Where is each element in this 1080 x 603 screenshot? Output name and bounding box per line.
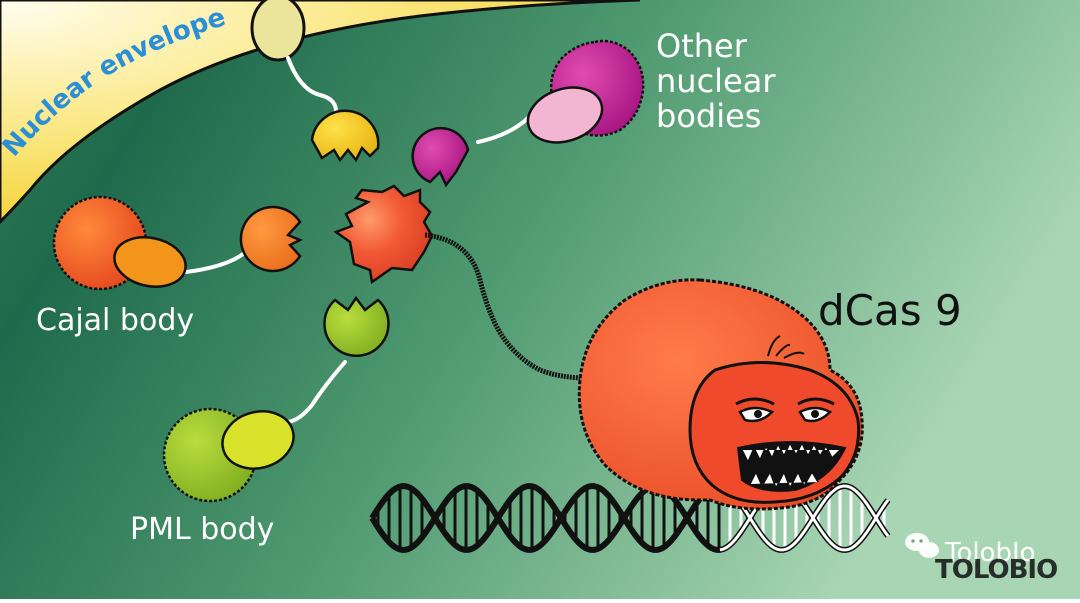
other-nuclear-bodies-label-line2: nuclear bbox=[656, 62, 776, 100]
yellow-adapter bbox=[310, 109, 380, 163]
cajal-body-label: Cajal body bbox=[36, 303, 194, 338]
dcas9-upper-teeth bbox=[741, 441, 841, 464]
pink-body bbox=[526, 86, 604, 144]
other-nuclear-bodies bbox=[411, 39, 645, 188]
cajal-body-cluster bbox=[52, 195, 304, 291]
orange-adapter bbox=[239, 205, 304, 273]
pml-body-inner bbox=[221, 410, 295, 470]
magenta-adapter bbox=[411, 126, 470, 188]
branding: TolobIo TOLOBIO bbox=[905, 533, 1058, 585]
pml-body-label: PML body bbox=[130, 512, 274, 547]
dcas9-label: dCas 9 bbox=[818, 286, 962, 335]
tolobio-watermark-logo: TOLOBIO bbox=[935, 555, 1057, 585]
wechat-handle: TolobIo bbox=[944, 538, 1036, 568]
pml-body-cluster bbox=[162, 295, 390, 503]
labels: Other nuclear bodies Cajal body PML body… bbox=[36, 27, 962, 547]
linker-peptide bbox=[424, 232, 589, 381]
central-fusion-protein bbox=[333, 184, 434, 285]
dcas9-lower-teeth bbox=[749, 470, 819, 490]
other-nuclear-bodies-label-line3: bodies bbox=[656, 97, 761, 135]
cajal-body-inner bbox=[113, 236, 187, 288]
dcas9-hair bbox=[767, 335, 805, 359]
wechat-icon bbox=[905, 533, 939, 558]
lime-adapter bbox=[323, 295, 390, 357]
dcas9-mouth bbox=[736, 441, 847, 492]
nuclear-pore bbox=[250, 0, 306, 62]
dcas9-protein bbox=[577, 278, 864, 511]
other-nuclear-bodies-label-line1: Other bbox=[656, 27, 748, 65]
